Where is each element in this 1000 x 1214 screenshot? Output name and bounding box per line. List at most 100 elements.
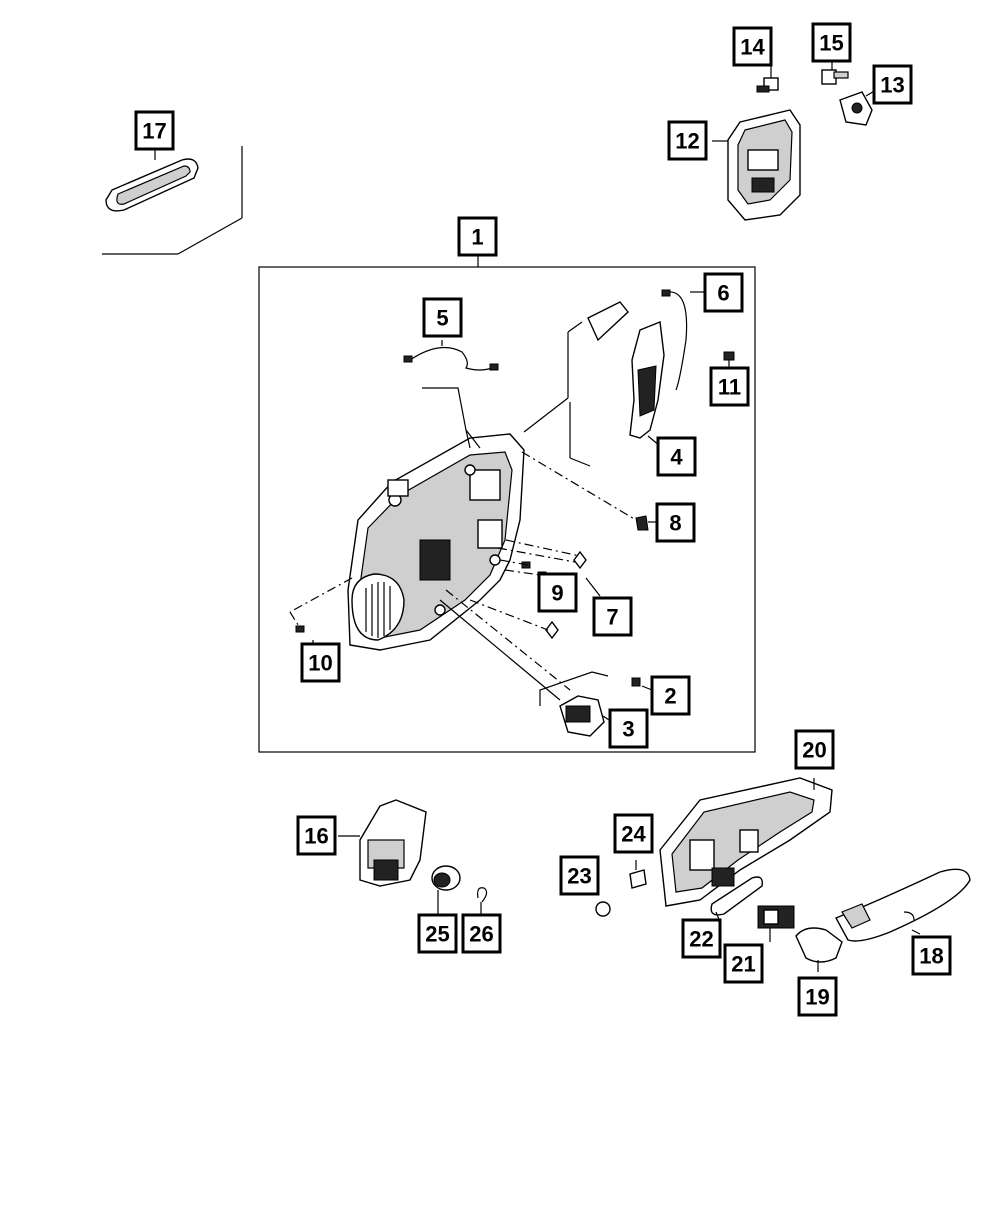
callout-number-1: 1: [471, 225, 483, 250]
callout-5: 5: [422, 297, 463, 338]
callout-18: 18: [911, 935, 952, 976]
part-7-spring: [545, 550, 601, 640]
callout-number-10: 10: [308, 651, 332, 676]
callout-9: 9: [537, 572, 578, 613]
part-14-screw: [756, 66, 779, 93]
callout-4: 4: [656, 436, 697, 477]
callout-number-9: 9: [551, 581, 563, 606]
callout-box-1: [457, 216, 498, 257]
callout-box-22: [681, 918, 722, 959]
callout-17: 17: [134, 110, 175, 151]
callout-number-22: 22: [689, 927, 713, 952]
callout-21: 21: [723, 943, 764, 984]
callout-number-3: 3: [622, 717, 634, 742]
part-26-clip: [477, 887, 488, 914]
callout-number-5: 5: [436, 306, 448, 331]
callout-box-10: [300, 642, 341, 683]
callout-box-11: [709, 366, 750, 407]
callout-box-8: [655, 502, 696, 543]
part-4-bracket: [523, 301, 665, 467]
callout-number-7: 7: [606, 605, 618, 630]
callout-number-21: 21: [731, 952, 755, 977]
callout-14: 14: [732, 26, 773, 67]
callout-3: 3: [608, 708, 649, 749]
part-12-latch: [712, 109, 801, 221]
callout-box-24: [613, 813, 654, 854]
callout-23: 23: [559, 855, 600, 896]
callout-number-17: 17: [142, 119, 166, 144]
part-11-screw: [723, 351, 735, 368]
callout-20: 20: [794, 729, 835, 770]
dashed-leaders: [289, 451, 637, 701]
callout-box-23: [559, 855, 600, 896]
callout-box-21: [723, 943, 764, 984]
callout-box-13: [872, 64, 913, 105]
part-20-handle-bracket: [659, 777, 833, 907]
callout-number-19: 19: [805, 985, 829, 1010]
callout-number-16: 16: [304, 824, 328, 849]
callout-box-18: [911, 935, 952, 976]
callout-24: 24: [613, 813, 654, 854]
part-3-motor: [539, 671, 613, 737]
callout-box-17: [134, 110, 175, 151]
part-5-cable: [403, 340, 499, 449]
callout-box-14: [732, 26, 773, 67]
part-25-cylinder: [431, 865, 461, 914]
callout-number-23: 23: [567, 864, 591, 889]
part-6-cable: [661, 289, 704, 391]
part-18-handle: [835, 868, 971, 942]
callout-box-20: [794, 729, 835, 770]
callout-15: 15: [811, 22, 852, 63]
callout-6: 6: [703, 272, 744, 313]
part-16-housing: [338, 799, 427, 887]
callout-box-26: [461, 913, 502, 954]
callout-7: 7: [592, 596, 633, 637]
part-10-fastener: [295, 625, 314, 644]
callout-number-14: 14: [740, 35, 765, 60]
assembly-frame: [258, 266, 756, 753]
part-13-striker: [839, 89, 877, 126]
callout-box-25: [417, 913, 458, 954]
callout-1: 1: [457, 216, 498, 257]
part-1-door-module: [347, 433, 525, 651]
part-2-screw: [631, 677, 653, 691]
callout-box-9: [537, 572, 578, 613]
callout-19: 19: [797, 976, 838, 1017]
callout-box-5: [422, 297, 463, 338]
callout-number-6: 6: [717, 281, 729, 306]
callout-8: 8: [655, 502, 696, 543]
callout-number-24: 24: [621, 822, 646, 847]
part-17-plug: [102, 146, 243, 255]
part-19-cap: [795, 927, 843, 972]
callout-number-4: 4: [670, 445, 683, 470]
callout-number-15: 15: [819, 31, 843, 56]
part-8-clip: [635, 515, 656, 531]
callout-2: 2: [650, 675, 691, 716]
callout-box-2: [650, 675, 691, 716]
callout-number-2: 2: [664, 684, 676, 709]
callout-number-20: 20: [802, 738, 826, 763]
part-15-bolt: [821, 62, 849, 85]
callout-number-12: 12: [675, 129, 699, 154]
callout-box-6: [703, 272, 744, 313]
callout-number-11: 11: [718, 375, 741, 400]
callout-number-8: 8: [669, 511, 681, 536]
callout-box-7: [592, 596, 633, 637]
callout-box-3: [608, 708, 649, 749]
part-24-clip: [629, 860, 647, 889]
callout-number-18: 18: [919, 944, 943, 969]
speaker-grille: [365, 582, 391, 638]
callout-22: 22: [681, 918, 722, 959]
callout-box-19: [797, 976, 838, 1017]
callout-box-15: [811, 22, 852, 63]
callout-16: 16: [296, 815, 337, 856]
callout-box-16: [296, 815, 337, 856]
callout-13: 13: [872, 64, 913, 105]
callout-number-25: 25: [425, 922, 449, 947]
callout-26: 26: [461, 913, 502, 954]
callout-10: 10: [300, 642, 341, 683]
part-21-lock-cylinder: [757, 905, 795, 942]
